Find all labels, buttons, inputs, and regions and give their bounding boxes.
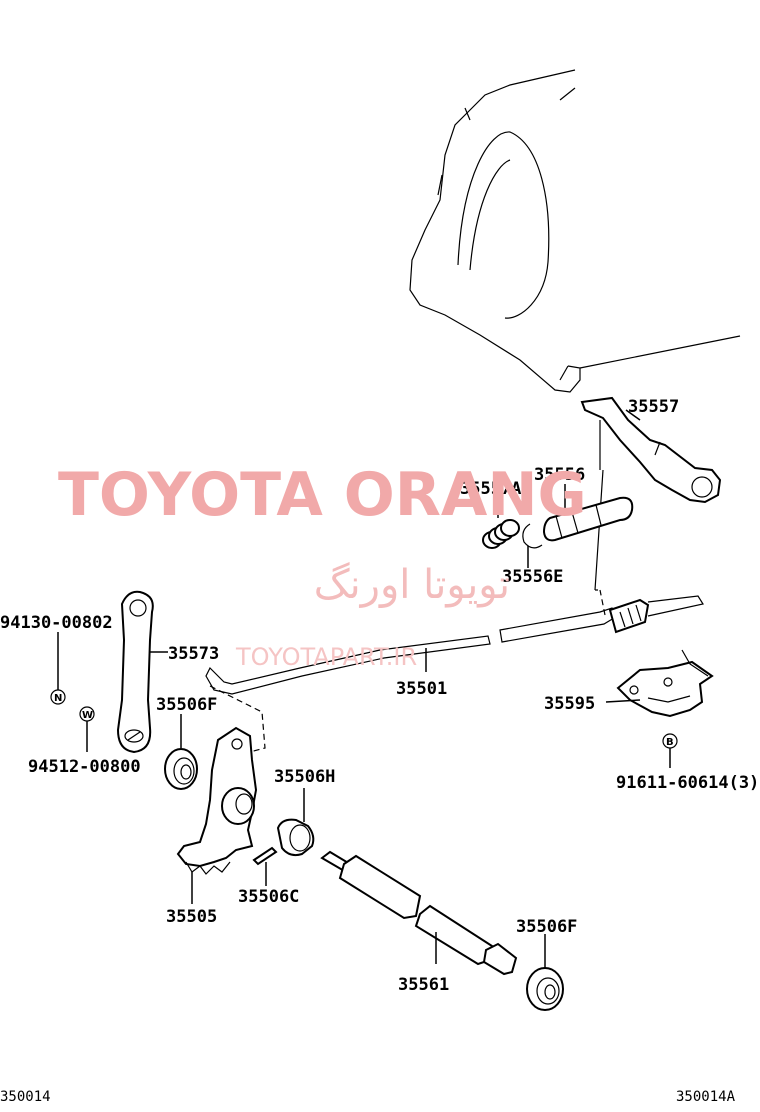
symbol-n: N bbox=[54, 693, 62, 704]
nut-symbol-n bbox=[50, 689, 66, 705]
footer-left-code: 350014 bbox=[0, 1089, 51, 1105]
symbol-b: B bbox=[666, 737, 674, 748]
footer-right-code: 350014A bbox=[676, 1089, 736, 1105]
label-91611: 91611-60614(3) bbox=[616, 773, 759, 793]
label-35505: 35505 bbox=[166, 907, 217, 927]
label-35595: 35595 bbox=[544, 694, 595, 714]
bushing-35506F-bottom bbox=[526, 967, 564, 1011]
bushing-35506H bbox=[276, 818, 315, 857]
label-35506F-top: 35506F bbox=[156, 695, 217, 715]
cable-35501 bbox=[205, 589, 704, 753]
leader-35557 bbox=[625, 409, 641, 421]
label-35501: 35501 bbox=[396, 679, 447, 699]
shaft-35561 bbox=[320, 850, 518, 976]
leader-35595 bbox=[605, 699, 641, 703]
label-94130: 94130-00802 bbox=[0, 613, 113, 633]
label-35506C: 35506C bbox=[238, 887, 299, 907]
label-35506H: 35506H bbox=[274, 767, 335, 787]
pin-35506C bbox=[252, 846, 278, 866]
pin-35556 bbox=[542, 496, 634, 542]
label-35557A: 35557A bbox=[460, 479, 521, 499]
label-35557: 35557 bbox=[628, 397, 679, 417]
bracket-35595 bbox=[616, 649, 714, 718]
link-35573 bbox=[116, 590, 154, 754]
watermark-persian: تویوتا اورنگ bbox=[314, 562, 510, 608]
label-35506F-bottom: 35506F bbox=[516, 917, 577, 937]
watermark-brand: TOYOTA ORANG bbox=[58, 460, 587, 530]
label-35573: 35573 bbox=[168, 644, 219, 664]
spring-35557A bbox=[482, 519, 520, 549]
transmission-housing bbox=[409, 69, 741, 393]
symbol-w: W bbox=[82, 710, 93, 721]
watermark-site: TOYOTAPART.IR bbox=[235, 643, 417, 671]
label-94512: 94512-00800 bbox=[28, 757, 141, 777]
label-35561: 35561 bbox=[398, 975, 449, 995]
bushing-35506F-top bbox=[164, 748, 198, 790]
label-35556: 35556 bbox=[534, 465, 585, 485]
lever-35557 bbox=[580, 396, 722, 591]
clip-35556E bbox=[522, 523, 543, 549]
label-35556E: 35556E bbox=[502, 567, 563, 587]
lever-35505 bbox=[176, 726, 258, 875]
